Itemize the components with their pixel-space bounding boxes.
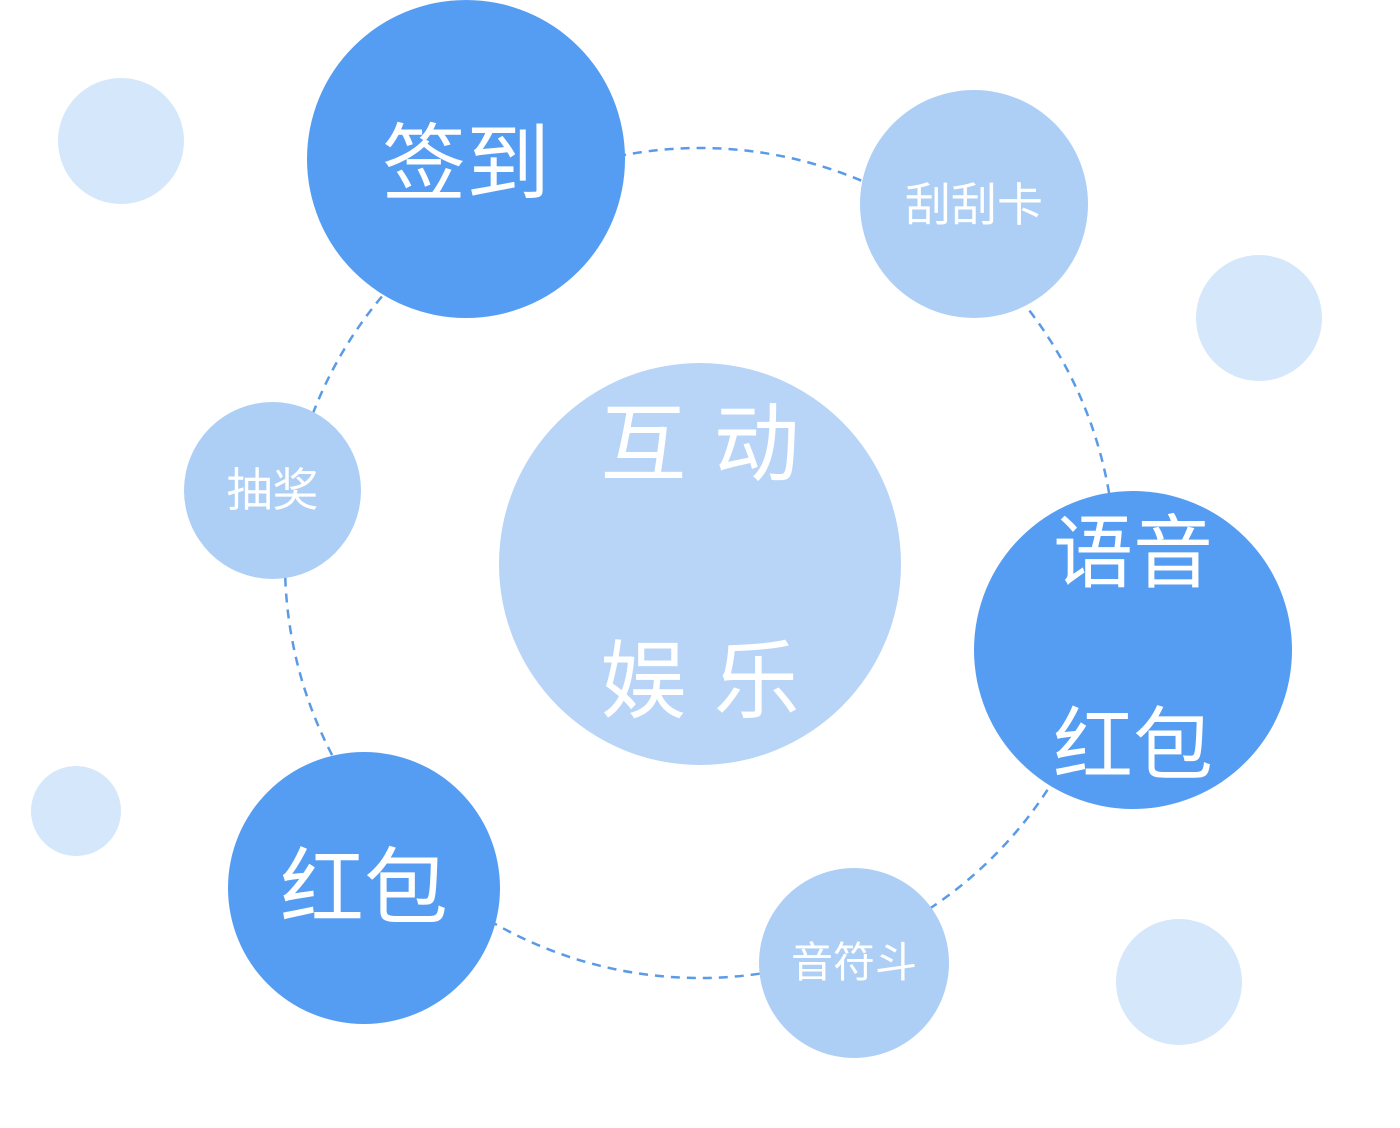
node-note-battle-label: 音符斗: [790, 937, 917, 987]
decoration-circle: [1196, 255, 1322, 381]
node-voice-red-packet-line2: 红包: [1053, 699, 1213, 792]
node-scratch-card: 刮刮卡: [860, 90, 1088, 318]
node-voice-red-packet-line1: 语音: [1053, 507, 1213, 600]
center-label-line1: 互 动: [600, 395, 800, 495]
node-note-battle: 音符斗: [759, 868, 949, 1058]
node-red-packet-label: 红包: [279, 838, 448, 937]
decoration-circle: [1116, 919, 1242, 1045]
decoration-circle: [58, 78, 184, 204]
decoration-circle: [31, 766, 121, 856]
node-checkin: 签到: [307, 0, 625, 318]
node-lottery: 抽奖: [184, 402, 361, 579]
node-lottery-label: 抽奖: [226, 462, 319, 517]
center-label-line2: 娱 乐: [600, 632, 800, 733]
node-scratch-card-label: 刮刮卡: [905, 178, 1043, 233]
node-red-packet: 红包: [228, 752, 500, 1024]
node-checkin-label: 签到: [381, 114, 550, 213]
center-node-interactive-entertainment: 互 动 娱 乐: [499, 363, 901, 765]
node-voice-red-packet: 语音 红包: [974, 491, 1292, 809]
